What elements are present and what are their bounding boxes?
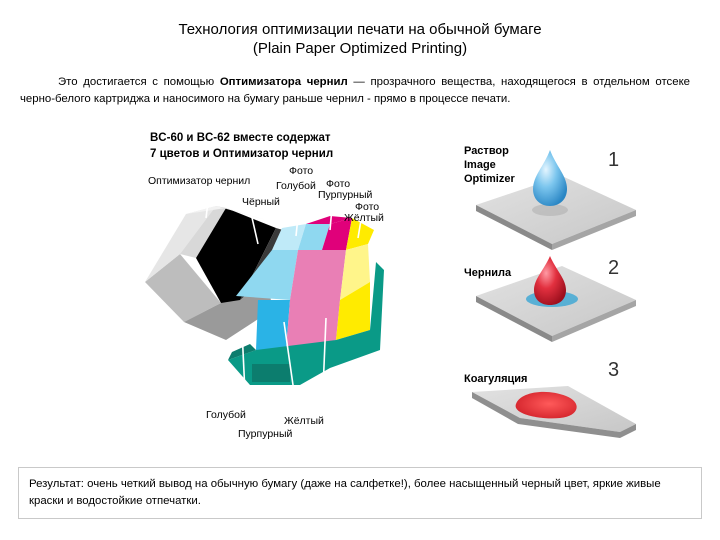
optimizer-drop (533, 150, 567, 206)
line-photo-cyan (295, 187, 302, 237)
cartridge-labels: Оптимизатор чернил Фото Голубой Фото Пур… (148, 165, 384, 440)
photo-magenta-tank (322, 218, 352, 250)
cartridge-heading-line-1: BC-60 и BC-62 вместе содержат (150, 132, 331, 144)
intro-rest: — прозрачного вещества, находящегося в о… (20, 76, 691, 105)
result-box: Результат: очень четкий вывод на обычную… (18, 467, 702, 519)
step-2-paper-edge-right (552, 300, 636, 342)
yellow-tank-front (340, 244, 370, 300)
intro-lead: Это достигается с помощью (58, 76, 220, 88)
cartridge-heading-line-2: 7 цветов и Оптимизатор чернил (150, 148, 333, 160)
title-line-2: (Plain Paper Optimized Printing) (252, 40, 468, 57)
ink-drop (534, 256, 566, 305)
label-photo-yellow-1: Фото (355, 201, 379, 213)
line-magenta-bottom (283, 321, 299, 421)
line-optimizer (205, 185, 211, 219)
step-1-panel: Раствор Image Optimizer 1 (464, 145, 636, 250)
intro-paragraph: Это достигается с помощью Оптимизатора ч… (20, 74, 690, 108)
step-3-panel: Коагуляция 3 (464, 359, 636, 438)
step-1-label-line-1: Раствор (464, 145, 509, 157)
intro-bold-term: Оптимизатора чернил (219, 76, 348, 88)
step-1-paper-edge-right (552, 210, 636, 250)
cyan-tank-front (256, 300, 290, 350)
color-cartridge-nozzle (252, 364, 290, 382)
photo-yellow-tank (346, 218, 374, 250)
step-3-label: Коагуляция (464, 373, 527, 385)
step-2-label: Чернила (464, 267, 512, 279)
page-title: Технология оптимизации печати на обычной… (0, 20, 720, 58)
label-yellow: Жёлтый (284, 415, 324, 427)
step-2-number: 2 (608, 257, 619, 279)
yellow-tank-lower (336, 282, 370, 340)
label-photo-magenta: Фото (326, 178, 350, 190)
label-photo-yellow-2: Жёлтый (344, 212, 384, 224)
line-photo-yellow (357, 213, 363, 239)
label-cyan: Голубой (206, 409, 246, 421)
step-2-paper-edge-left (476, 296, 552, 342)
black-cartridge-top (186, 206, 266, 220)
coagulated-ink-spot (515, 391, 577, 419)
photo-cyan-top (298, 224, 330, 250)
optimizer-tank-light (145, 206, 216, 282)
result-text: Результат: очень четкий вывод на обычную… (29, 478, 661, 507)
step-1-label-line-2: Image (464, 159, 496, 171)
step-2-panel: Чернила 2 (464, 256, 636, 342)
step-1-number: 1 (608, 149, 619, 171)
black-cartridge-front (145, 254, 221, 322)
title-line-1: Технология оптимизации печати на обычной… (178, 21, 542, 38)
step-3-number: 3 (608, 359, 619, 381)
line-black (247, 199, 259, 245)
color-cartridge-body (228, 262, 384, 385)
optimizer-tank-edge (180, 206, 226, 258)
label-magenta-bottom: Пурпурный (238, 428, 293, 440)
color-cartridge-shadow (228, 344, 256, 360)
step-1-paper-edge-left (476, 205, 552, 250)
step-3-paper-edge (472, 392, 636, 438)
cartridge-illustration: BC-60 и BC-62 вместе содержат 7 цветов и… (145, 132, 384, 440)
magenta-tank-lower (286, 300, 340, 350)
step-1-label-line-3: Optimizer (464, 173, 515, 185)
line-yellow (321, 317, 327, 415)
light-cyan-top (272, 224, 306, 250)
pointer-lines (205, 185, 363, 421)
label-photo-cyan-1: Фото (289, 165, 313, 177)
line-magenta-top (329, 195, 334, 231)
magenta-tank-front (290, 250, 346, 300)
label-magenta-top: Пурпурный (318, 189, 373, 201)
color-cartridge (228, 216, 384, 385)
photo-magenta-tank-top (306, 216, 352, 224)
line-cyan (241, 329, 247, 415)
light-cyan-tank (236, 250, 298, 300)
label-photo-cyan-2: Голубой (276, 180, 316, 192)
label-optimizer: Оптимизатор чернил (148, 175, 250, 187)
step-1-shadow (532, 204, 568, 216)
label-black: Чёрный (242, 196, 280, 208)
